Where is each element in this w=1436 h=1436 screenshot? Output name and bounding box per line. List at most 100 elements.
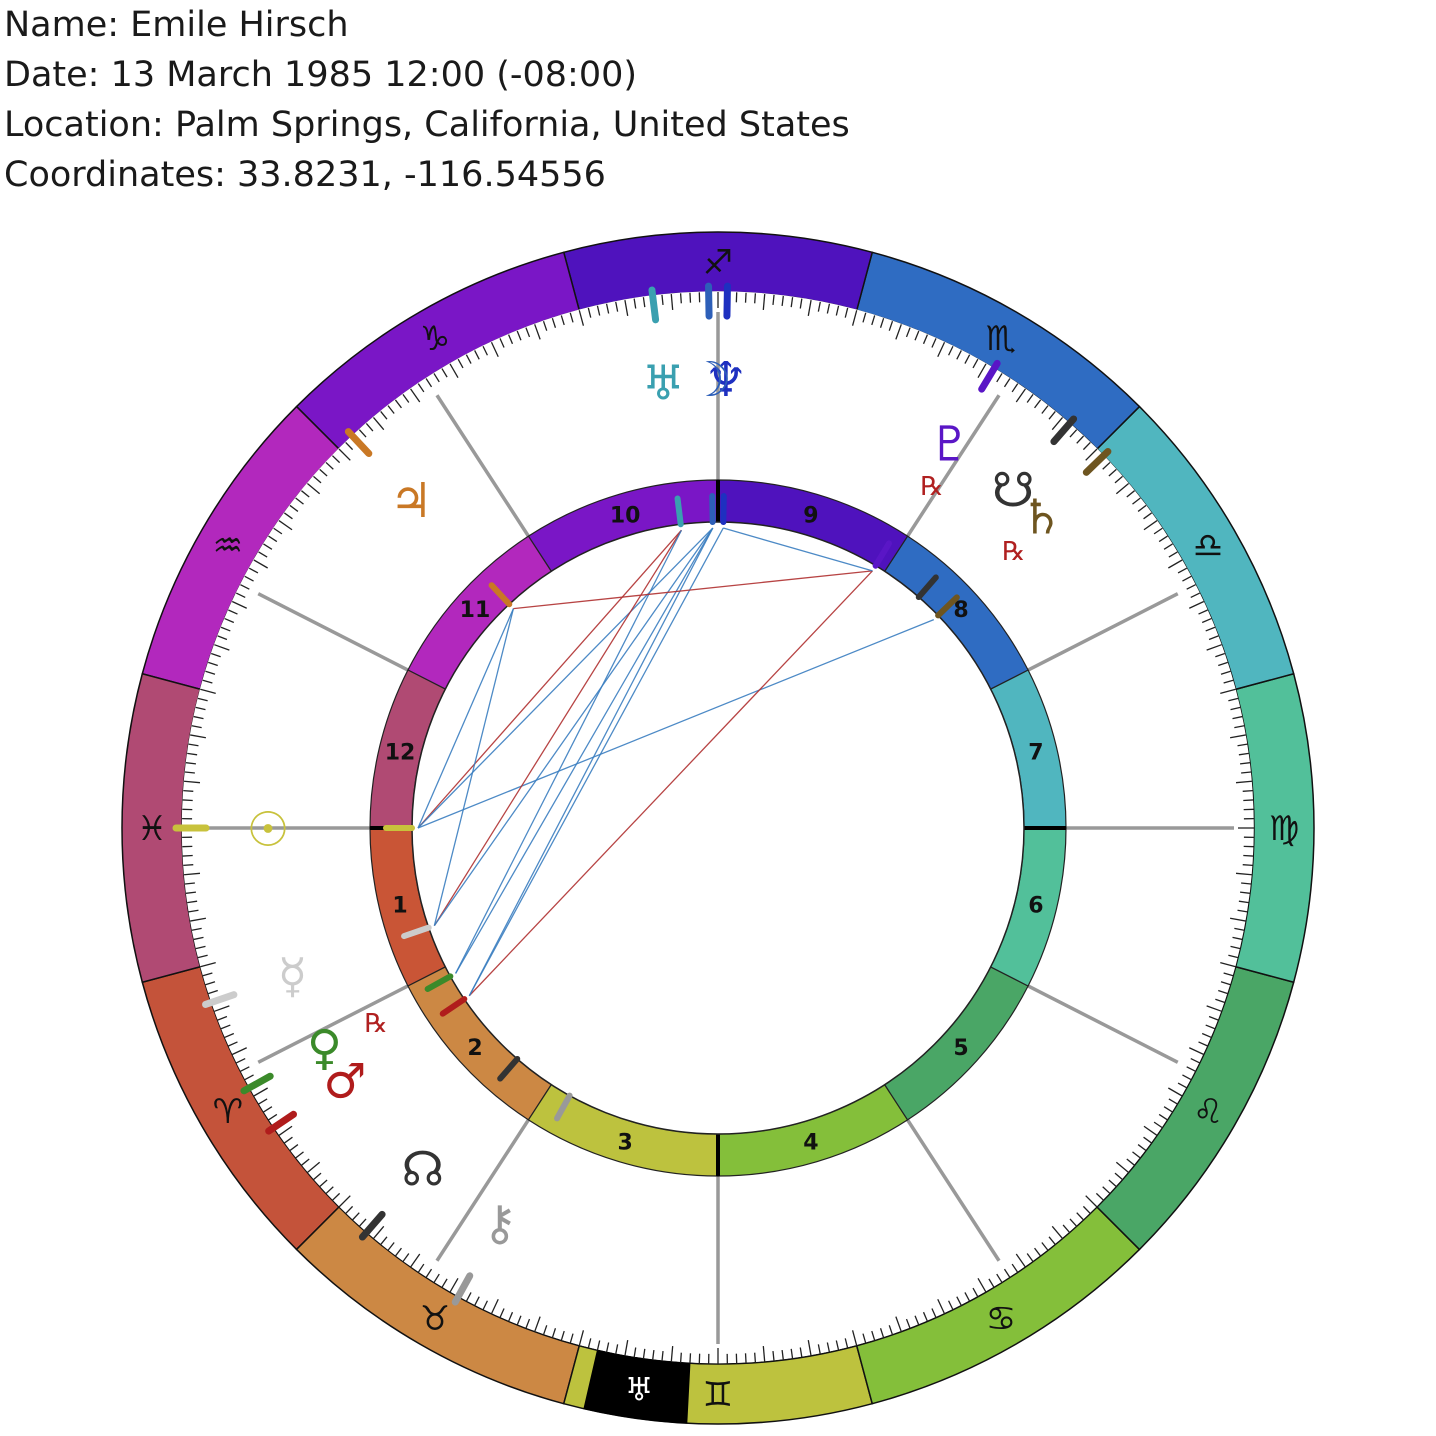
degree-tick [937,341,946,357]
date-line: Date: 13 March 1985 12:00 (-08:00) [4,55,638,95]
degree-tick [387,1242,395,1251]
degree-tick [596,305,601,316]
degree-tick [1102,1186,1111,1195]
degree-tick [914,1315,920,1326]
degree-tick [633,1347,637,1358]
degree-tick [754,1352,757,1363]
degree-tick [596,1340,601,1351]
degree-tick [1242,789,1253,792]
degree-tick [183,872,201,876]
degree-tick [1082,441,1091,451]
degree-tick [184,771,195,774]
degree-tick [871,315,876,326]
degree-tick [278,520,293,531]
degree-tick [1242,864,1253,867]
degree-tick [1215,998,1226,1004]
degree-tick [1223,679,1234,684]
degree-tick [1143,520,1158,531]
degree-tick [1126,1158,1135,1166]
degree-tick [220,1024,231,1030]
degree-tick [183,864,194,867]
chart-header: Name: Emile Hirsch Date: 13 March 1985 1… [4,0,850,200]
planet-outer-mark-south-node [1050,415,1078,446]
jupiter-glyph: ♃ [390,473,433,529]
degree-tick [1085,1195,1098,1208]
degree-tick [205,981,216,986]
degree-tick [1137,1144,1147,1152]
degree-tick [888,1325,894,1336]
degree-tick [1218,661,1228,667]
degree-tick [790,297,794,308]
degree-tick [263,543,273,550]
degree-tick [273,527,283,535]
degree-tick [1208,635,1219,641]
degree-tick [253,559,268,569]
degree-tick [1069,1218,1078,1227]
degree-tick [1168,551,1178,558]
house-number-5: 5 [953,1036,968,1061]
sign-glyph-pisces: ♓ [137,809,167,849]
degree-tick [977,1278,987,1293]
house-cusp-line-6 [1027,984,1179,1064]
degree-tick [248,567,259,574]
degree-tick [283,512,293,520]
sun-glyph: ☉ [246,802,289,858]
planet-outer-mark-mercury [202,991,238,1008]
degree-tick [301,1158,310,1166]
degree-tick [826,1342,831,1353]
degree-tick [319,1179,328,1188]
degree-tick [1153,527,1163,535]
degree-tick [1041,1242,1049,1251]
degree-tick [661,294,664,305]
degree-tick [283,1136,293,1144]
degree-tick [1189,600,1205,609]
sign-glyph-aquarius: ♒ [213,526,243,566]
degree-tick [762,1345,766,1363]
degree-tick [224,617,235,624]
degree-tick [534,1316,541,1332]
degree-tick [922,334,929,345]
degree-tick [358,1218,367,1227]
degree-tick [1143,1125,1158,1136]
house-number-3: 3 [617,1131,632,1156]
degree-tick [615,301,619,312]
aspect-line [433,529,682,927]
planet-inner-mark-venus [424,973,454,992]
degree-tick [490,1299,499,1315]
degree-tick [988,1278,995,1288]
degree-tick [465,354,472,364]
degree-tick [465,1292,472,1302]
degree-tick [807,300,812,317]
degree-tick [772,1351,775,1362]
degree-tick [851,310,858,326]
planet-inner-mark-mars [439,996,468,1017]
degree-tick [642,297,646,308]
degree-tick [1220,688,1236,695]
degree-tick [1082,1205,1091,1215]
aspect-line [417,618,935,829]
degree-tick [807,1339,812,1356]
degree-tick [228,1041,238,1047]
mercury-glyph: ☿ [278,949,307,1005]
degree-tick [905,1318,911,1329]
degree-tick [679,1352,682,1363]
degree-tick [947,1300,954,1311]
degree-tick [289,504,299,512]
degree-tick [799,298,803,309]
degree-tick [525,1318,531,1329]
degree-tick [1132,497,1141,505]
degree-tick [208,989,218,995]
degree-tick [1220,670,1231,675]
house-number-2: 2 [467,1036,482,1061]
degree-tick [1240,762,1251,765]
degree-tick [217,1015,228,1021]
house-number-6: 6 [1028,893,1043,918]
degree-tick [1243,799,1254,802]
degree-tick [1190,592,1201,599]
degree-tick [1182,1074,1192,1081]
degree-tick [195,945,206,950]
degree-tick [689,292,692,303]
degree-tick [1182,575,1192,582]
degree-tick [268,535,278,543]
degree-tick [325,1186,334,1195]
